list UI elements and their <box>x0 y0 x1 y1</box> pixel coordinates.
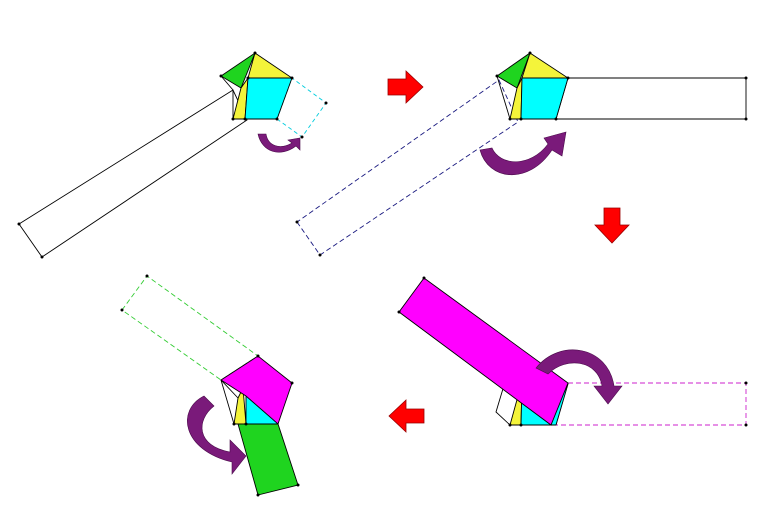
cyan-quadrilateral <box>244 77 293 120</box>
green-triangle <box>220 51 256 89</box>
dashed-navy-rectangle <box>296 79 519 256</box>
outline-edges <box>220 75 234 119</box>
vertex-dots <box>17 51 328 259</box>
panel-top-left <box>17 51 328 259</box>
rotation-arrow <box>535 349 623 405</box>
rotation-arrow <box>479 131 567 176</box>
panel-top-right <box>295 51 748 257</box>
vertex-dots <box>295 51 748 257</box>
yellow-triangle-top <box>247 52 294 79</box>
vertex-dots <box>120 274 300 497</box>
panel-bottom-left <box>120 274 300 497</box>
rotation-arrow <box>257 133 301 153</box>
transition-arrow-down <box>594 207 630 244</box>
yellow-triangle-top <box>521 52 570 79</box>
dashed-green-rectangle <box>121 275 259 381</box>
outline-edges <box>495 381 511 426</box>
rotation-arrow <box>187 395 247 475</box>
green-triangle <box>496 51 531 89</box>
outline-edges <box>496 75 511 120</box>
vertex-dots <box>397 276 748 427</box>
magenta-quadrilateral <box>220 355 293 425</box>
panel-bottom-right <box>397 276 748 427</box>
dashed-magenta-rectangle <box>555 382 747 426</box>
green-rectangle <box>237 423 299 496</box>
transition-arrow-left <box>388 399 425 433</box>
transition-arrow-right <box>387 70 424 104</box>
cyan-quadrilateral <box>520 77 569 120</box>
long-rectangle <box>18 89 248 258</box>
magenta-rectangle <box>398 277 569 426</box>
horizontal-rectangle <box>555 77 747 120</box>
